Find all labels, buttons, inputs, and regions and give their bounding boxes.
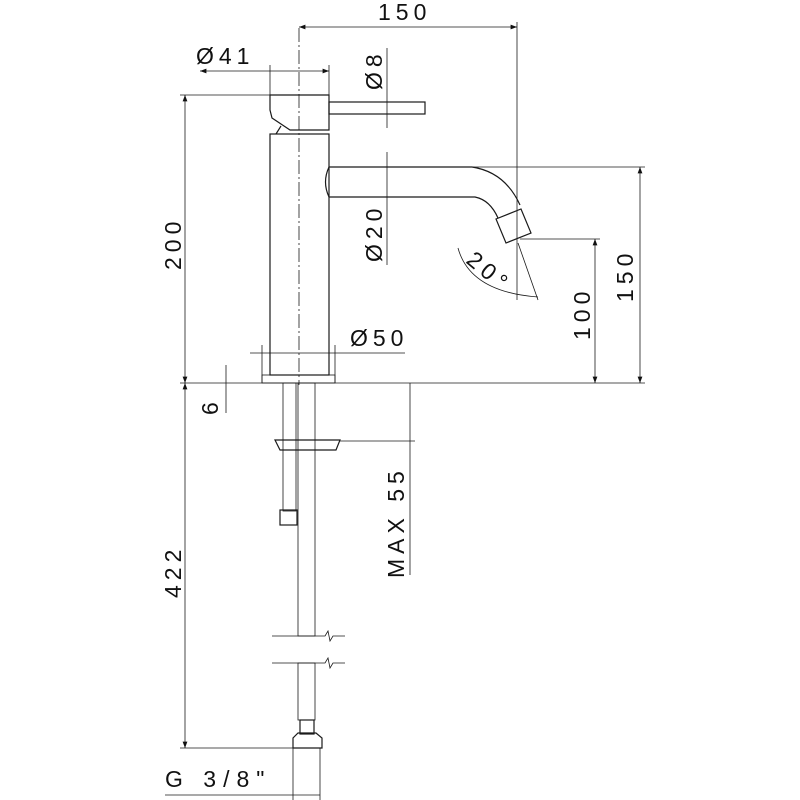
dim-base-thickness: 6: [197, 397, 223, 415]
installation-kit: [272, 382, 345, 749]
body-column: [269, 133, 330, 376]
base-ring: [261, 374, 336, 384]
aerator: [495, 208, 532, 244]
dim-base-diameter: Ø50: [350, 325, 408, 351]
dim-total-height: 200: [160, 217, 186, 270]
dim-outlet-angle: 20°: [462, 246, 517, 298]
dim-outlet-height: 100: [569, 287, 595, 340]
dim-handle-diameter: Ø41: [196, 43, 254, 69]
spout: [324, 166, 521, 219]
shank-end: [279, 509, 298, 526]
dim-max-deck-thickness: MAX 55: [383, 466, 409, 578]
handle-cap: [269, 94, 330, 131]
dim-lever-diameter: Ø8: [361, 49, 387, 90]
connector-nut: [292, 732, 323, 749]
fixing-nut: [274, 439, 341, 451]
dim-spout-reach: 150: [378, 0, 431, 25]
break-lines: [272, 629, 345, 670]
dim-spout-diameter: Ø20: [361, 204, 387, 262]
dim-hose-length: 422: [160, 545, 186, 598]
braided-hose: [297, 382, 316, 637]
lever: [328, 101, 426, 115]
dimension-lines: [165, 22, 645, 800]
dim-connection-thread: G 3/8": [165, 766, 271, 792]
dim-spout-height: 150: [612, 249, 638, 302]
threaded-shank: [282, 382, 297, 512]
